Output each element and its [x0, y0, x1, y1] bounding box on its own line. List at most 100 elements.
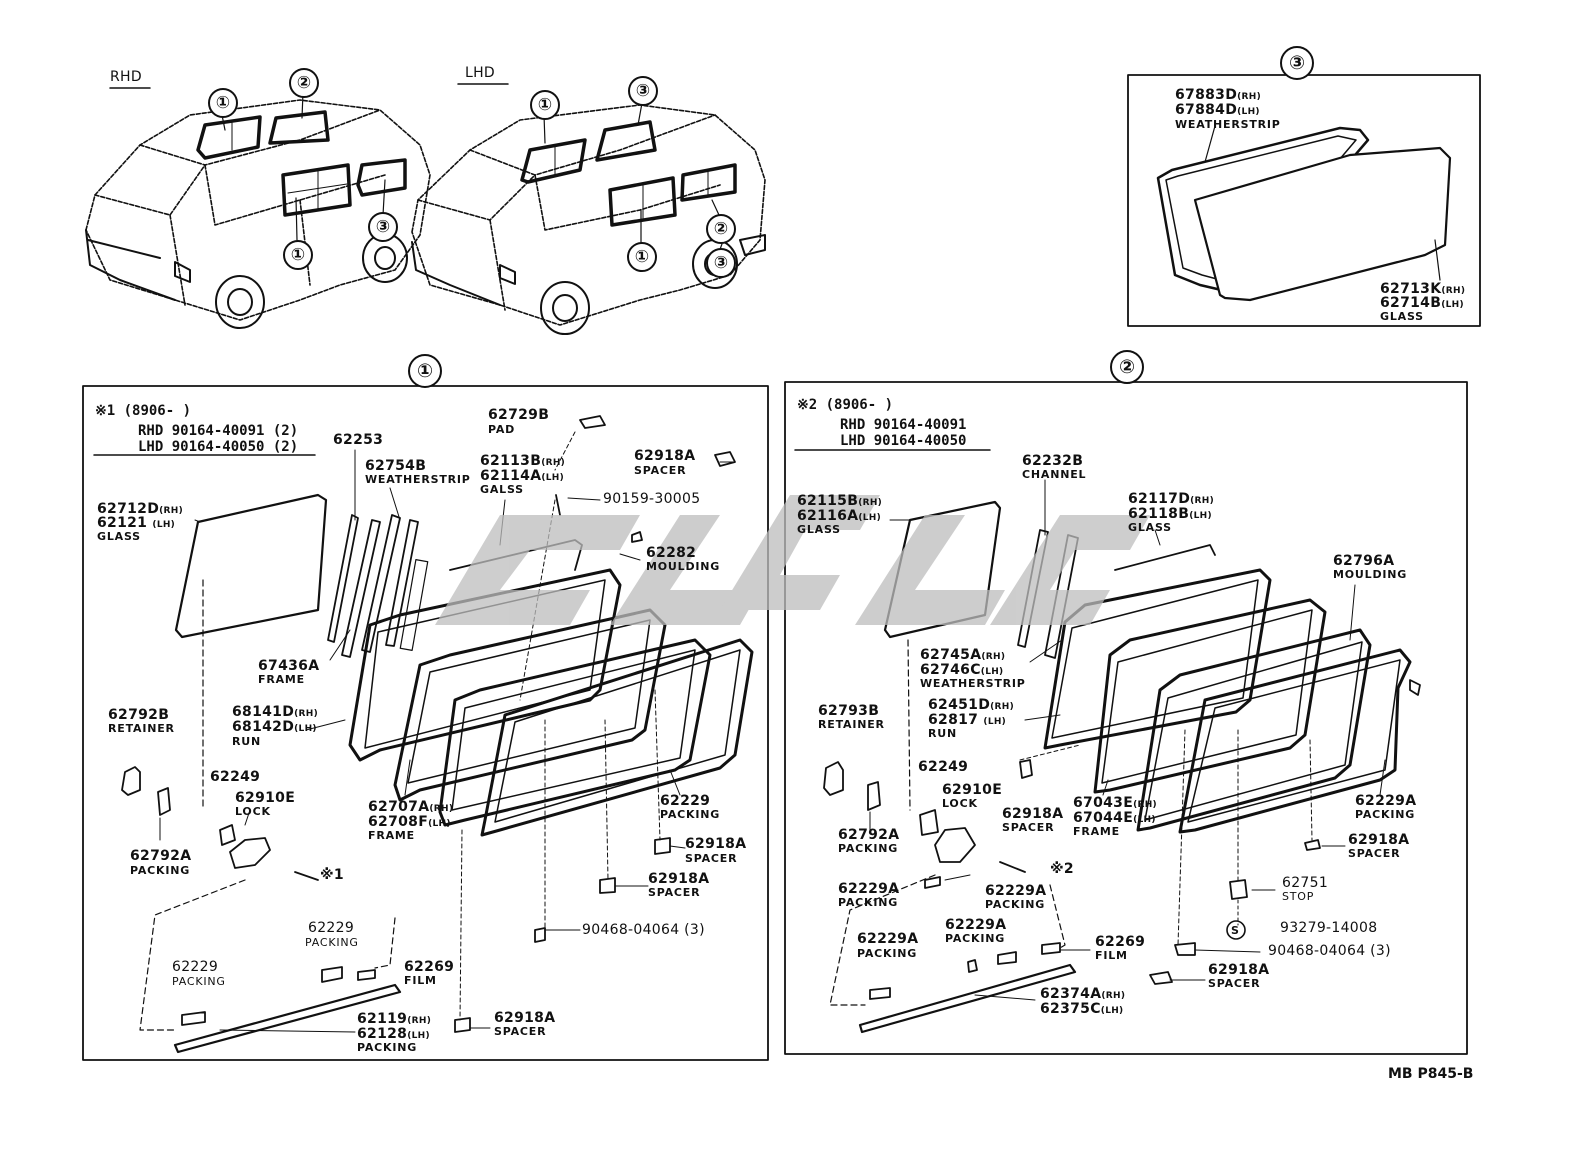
- p1-note-rhd: RHD 90164-40091 (2): [138, 423, 299, 439]
- panel-2-number: ②: [1110, 350, 1144, 384]
- p2-label-67043E: 67043E(RH): [1073, 795, 1157, 811]
- p1-label-62114A: 62114A(LH): [480, 468, 565, 484]
- p2-label-62793B: 62793B: [818, 703, 880, 719]
- p2-name-packing-a: PACKING: [838, 842, 899, 855]
- p2-name-packing-r: PACKING: [1355, 808, 1416, 821]
- p1-name-spacer-top: SPACER: [634, 464, 687, 477]
- p1-label-68142D: 68142D(LH): [232, 719, 317, 735]
- p2-label-62792A: 62792A: [838, 827, 900, 843]
- p1-name-packing-a: PACKING: [130, 864, 191, 877]
- p1-name-galss: GALSS: [480, 483, 524, 496]
- p1-name-packing-b: PACKING: [357, 1041, 418, 1054]
- p1-name-retainer: RETAINER: [108, 722, 175, 735]
- p2-note-date: ※2 (8906- ): [797, 397, 894, 413]
- panel-2-leaders: [869, 479, 1386, 1001]
- p2-note-lhd: LHD 90164-40050: [840, 433, 967, 449]
- p1-label-62708F: 62708F(LH): [368, 814, 451, 830]
- p2-label-62115B: 62115B(RH): [797, 493, 883, 509]
- p2-label-93279: 93279-14008: [1280, 920, 1378, 936]
- rhd-van-window-bars: [231, 121, 348, 211]
- p2-name-weatherstrip: WEATHERSTRIP: [920, 677, 1026, 690]
- panel-2-small-parts: [823, 679, 1421, 1000]
- panel-1-strips: [327, 514, 419, 658]
- p2-label-67044E: 67044E(LH): [1073, 810, 1156, 826]
- p3-glass-rh: 62713K(RH): [1380, 281, 1466, 297]
- p1-label-62712D: 62712D(RH): [97, 501, 184, 517]
- p1-name-spacer-bot: SPACER: [494, 1025, 547, 1038]
- p1-label-62918A-mid: 62918A: [685, 836, 747, 852]
- p2-label-62374A: 62374A(RH): [1040, 986, 1126, 1002]
- p2-label-62910E: 62910E: [942, 782, 1003, 798]
- p2-label-62229A-a: 62229A: [838, 881, 900, 897]
- p2-name-channel: CHANNEL: [1022, 468, 1087, 481]
- p2-name-packing-pc: PACKING: [945, 932, 1006, 945]
- callout-3-rhd-side: ③: [368, 212, 398, 242]
- p3-weatherstrip-rh: 67883D(RH): [1175, 87, 1262, 103]
- panel-1-leaders: [159, 431, 736, 1033]
- p1-label-62119: 62119(RH): [357, 1011, 432, 1027]
- p1-label-62229-l: 62229: [172, 959, 219, 975]
- p1-label-62792B: 62792B: [108, 707, 170, 723]
- p2-name-glass-l: GLASS: [797, 523, 841, 536]
- p1-note-lhd: LHD 90164-40050 (2): [138, 439, 299, 455]
- p2-label-62118B: 62118B(LH): [1128, 506, 1212, 522]
- callout-2-lhd-side: ②: [706, 214, 736, 244]
- panel-1-glass: [174, 493, 328, 639]
- callout-1-lhd-side: ①: [627, 242, 657, 272]
- panel-2-frames: [1043, 568, 1412, 834]
- p2-label-62232B: 62232B: [1022, 453, 1084, 469]
- p2-label-62918A-r: 62918A: [1348, 832, 1410, 848]
- panel-2-bottom-strip: [858, 963, 1077, 1034]
- p1-name-run: RUN: [232, 735, 262, 748]
- rhd-van-solid: [85, 229, 408, 329]
- p1-label-62282: 62282: [646, 545, 697, 561]
- callout-3-lhd-roof: ③: [628, 76, 658, 106]
- p2-label-62817: 62817 (LH): [928, 712, 1007, 728]
- p2-name-spacer-r: SPACER: [1348, 847, 1401, 860]
- p1-label-62918A-low: 62918A: [648, 871, 710, 887]
- p2-label-62918A-l: 62918A: [1002, 806, 1064, 822]
- p2-label-62229A-d: 62229A: [857, 931, 919, 947]
- panel-3-glass: [1193, 146, 1452, 302]
- p1-label-62249: 62249: [210, 769, 261, 785]
- lhd-van-illustration: [411, 104, 766, 326]
- p3-glass-lh: 62714B(LH): [1380, 295, 1464, 311]
- p1-name-spacer-low: SPACER: [648, 886, 701, 899]
- callout-1-rhd-side: ①: [283, 240, 313, 270]
- callout-1-lhd-roof: ①: [530, 90, 560, 120]
- p3-weatherstrip-name: WEATHERSTRIP: [1175, 118, 1281, 131]
- callout-1-rhd-roof: ①: [208, 88, 238, 118]
- p1-label-62113B: 62113B(RH): [480, 453, 566, 469]
- p1-name-pad: PAD: [488, 423, 516, 436]
- p1-name-frame-b: FRAME: [368, 829, 415, 842]
- lhd-van-windows: [520, 120, 737, 227]
- p2-label-62116A: 62116A(LH): [797, 508, 882, 524]
- p2-label-62745A: 62745A(RH): [920, 647, 1006, 663]
- p2-name-frame: FRAME: [1073, 825, 1120, 838]
- p2-name-lock: LOCK: [942, 797, 978, 810]
- p2-label-62117D: 62117D(RH): [1128, 491, 1215, 507]
- p1-note-date: ※1 (8906- ): [95, 403, 192, 419]
- p2-label-62229A-b: 62229A: [985, 883, 1047, 899]
- p2-label-90468: 90468-04064 (3): [1268, 943, 1391, 959]
- p1-label-62729B: 62729B: [488, 407, 550, 423]
- p1-label-90468: 90468-04064 (3): [582, 922, 705, 938]
- p1-label-68141D: 68141D(RH): [232, 704, 319, 720]
- p2-name-packing-pa: PACKING: [838, 896, 899, 909]
- p2-name-run: RUN: [928, 727, 958, 740]
- p1-label-ref1: ※1: [320, 867, 344, 883]
- p1-name-moulding: MOULDING: [646, 560, 721, 573]
- p2-name-spacer-b: SPACER: [1208, 977, 1261, 990]
- s-mark-letter: S: [1231, 924, 1240, 937]
- p1-name-frame-a: FRAME: [258, 673, 305, 686]
- p1-label-62918A-top: 62918A: [634, 448, 696, 464]
- p1-label-62121: 62121 (LH): [97, 515, 176, 531]
- p2-label-62229A-c: 62229A: [945, 917, 1007, 933]
- p2-label-62229A-r: 62229A: [1355, 793, 1417, 809]
- callout-3-lhd-side: ③: [706, 248, 736, 278]
- p1-label-62229-c: 62229: [308, 920, 355, 936]
- watermark-logo: [435, 495, 1150, 625]
- p1-label-62792A: 62792A: [130, 848, 192, 864]
- p1-label-90159: 90159-30005: [603, 491, 701, 507]
